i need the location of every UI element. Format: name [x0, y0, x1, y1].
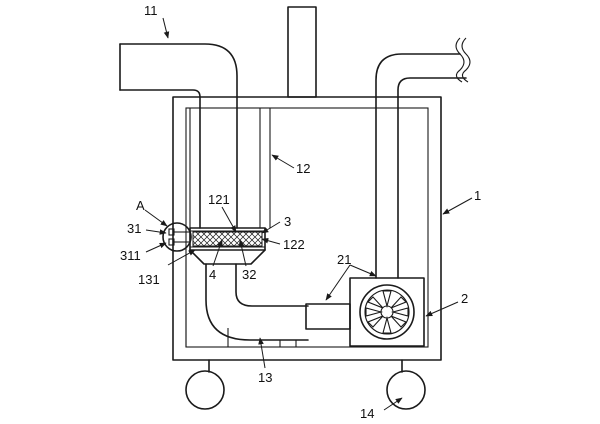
label-11: 11: [144, 3, 158, 18]
label-14: 14: [360, 406, 374, 421]
right-wheel: [386, 370, 426, 410]
label-a: A: [136, 198, 145, 213]
fan-outlet: [305, 303, 351, 330]
label-3: 3: [284, 214, 291, 229]
caster-wheels: [185, 359, 426, 410]
filter-assembly: [189, 227, 266, 251]
label-122: 122: [283, 237, 305, 252]
label-32: 32: [242, 267, 256, 282]
fan-unit: [349, 277, 425, 347]
fan-blades-icon: [365, 290, 409, 334]
bent-duct: [205, 263, 309, 347]
label-13: 13: [258, 370, 272, 385]
left-wheel: [185, 370, 225, 410]
label-121: 121: [208, 192, 230, 207]
label-311: 311: [120, 248, 141, 263]
label-31: 31: [127, 221, 141, 236]
inlet-duct: [119, 43, 238, 229]
label-131: 131: [138, 272, 160, 287]
label-12: 12: [296, 161, 310, 176]
label-1: 1: [474, 188, 481, 203]
label-2: 2: [461, 291, 468, 306]
return-duct: [375, 37, 471, 279]
reference-labels: 11 12 1 2 21 13 14 121 3 122 4 32 A 31 3…: [120, 3, 481, 421]
detail-circle-a: [162, 222, 192, 252]
leader-lines: [144, 17, 473, 411]
label-4: 4: [209, 267, 216, 282]
funnel: [189, 249, 266, 265]
vertical-pipe: [259, 108, 271, 228]
label-21: 21: [337, 252, 351, 267]
top-chimney: [287, 6, 317, 98]
